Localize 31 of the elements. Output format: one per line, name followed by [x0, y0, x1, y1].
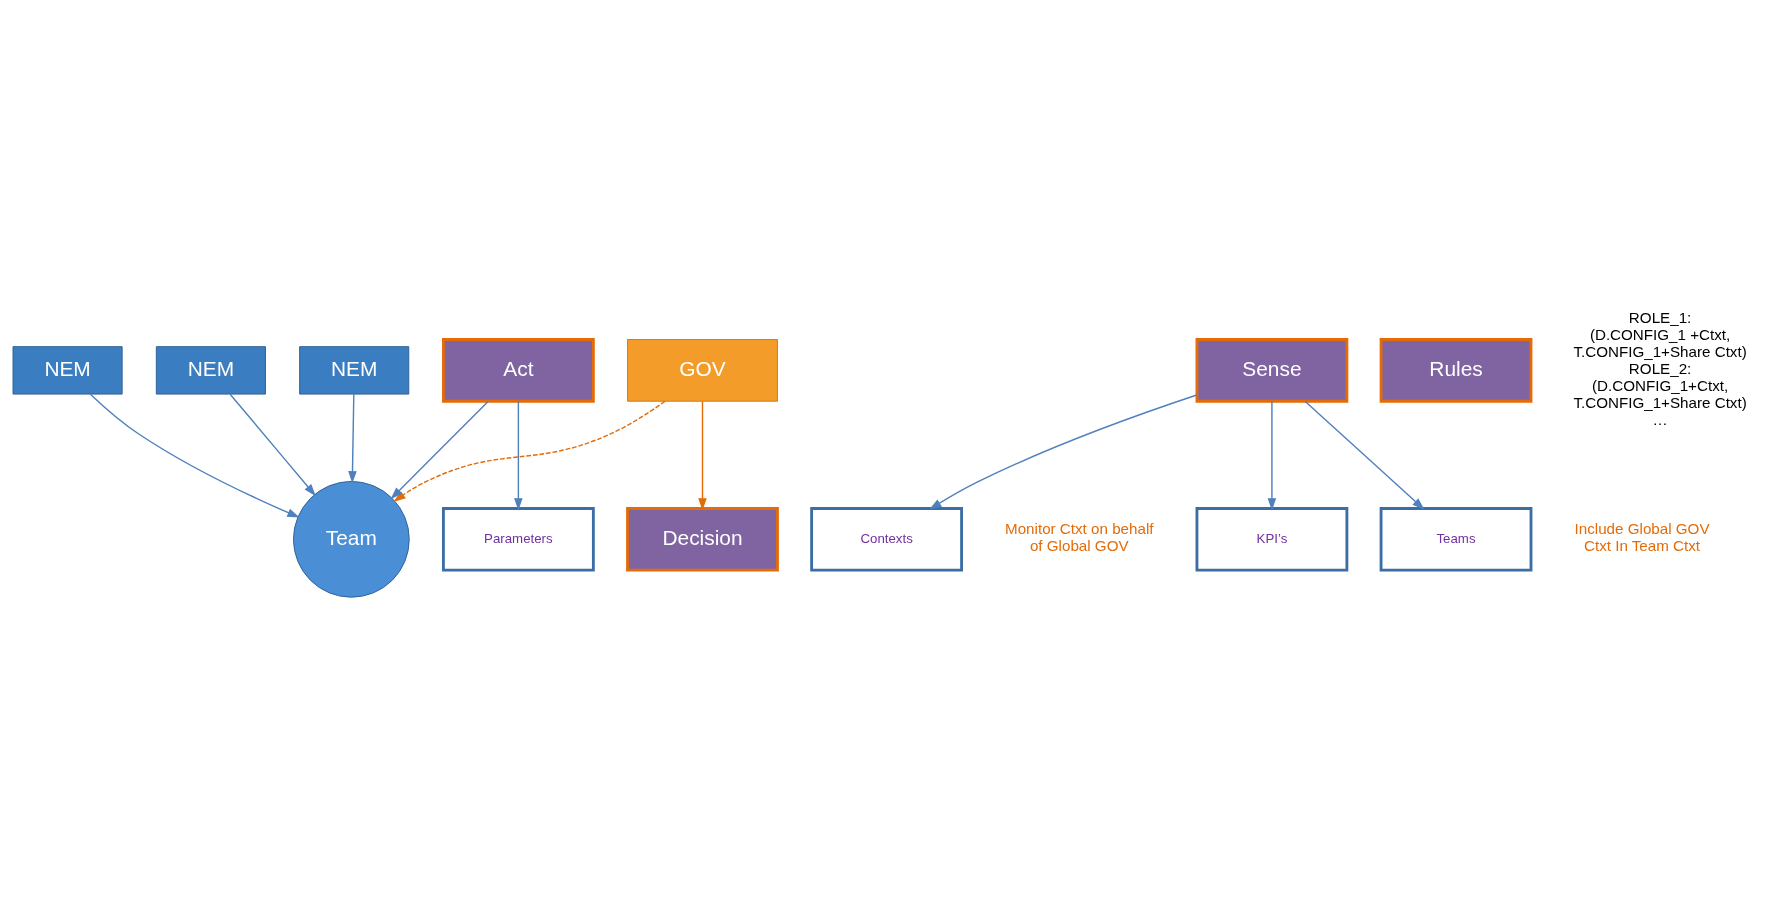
node-box: NEM — [155, 346, 266, 395]
arrow — [393, 400, 666, 502]
node-box: NEM — [299, 346, 410, 395]
arrow — [348, 393, 357, 484]
arrow — [390, 400, 489, 500]
node-box: Act — [442, 338, 595, 403]
arrow — [89, 393, 300, 518]
node-box: Decision — [626, 507, 779, 572]
node-box: KPI’s — [1195, 507, 1349, 572]
node-box: GOV — [627, 339, 778, 402]
node-box: Contexts — [810, 507, 963, 572]
node-label: Monitor Ctxt on behalf of Global GOV — [1005, 520, 1154, 555]
node-box: NEM — [12, 346, 123, 395]
node-box: Parameters — [442, 507, 595, 572]
arrow — [1267, 400, 1277, 511]
node-label: T.CONFIG_1+Share Ctxt) — [1573, 342, 1747, 360]
node-box: Sense — [1195, 338, 1349, 403]
node-label: … — [1652, 411, 1668, 429]
node-label: ROLE_2: — [1628, 359, 1692, 377]
arrow — [229, 393, 316, 497]
node-label: ROLE_1: — [1628, 308, 1692, 326]
node-label: (D.CONFIG_1 +Ctxt, — [1589, 325, 1731, 343]
node-box: Teams — [1379, 507, 1533, 572]
node-box: Rules — [1379, 338, 1533, 403]
node-label: Include Global GOV Ctxt In Team Ctxt — [1574, 520, 1710, 555]
node-label: (D.CONFIG_1+Ctxt, — [1592, 377, 1729, 395]
arrow — [929, 394, 1198, 510]
node-label: T.CONFIG_1+Share Ctxt) — [1573, 394, 1747, 412]
arrow — [1304, 400, 1425, 510]
arrow — [698, 400, 707, 511]
arrow — [514, 400, 523, 511]
